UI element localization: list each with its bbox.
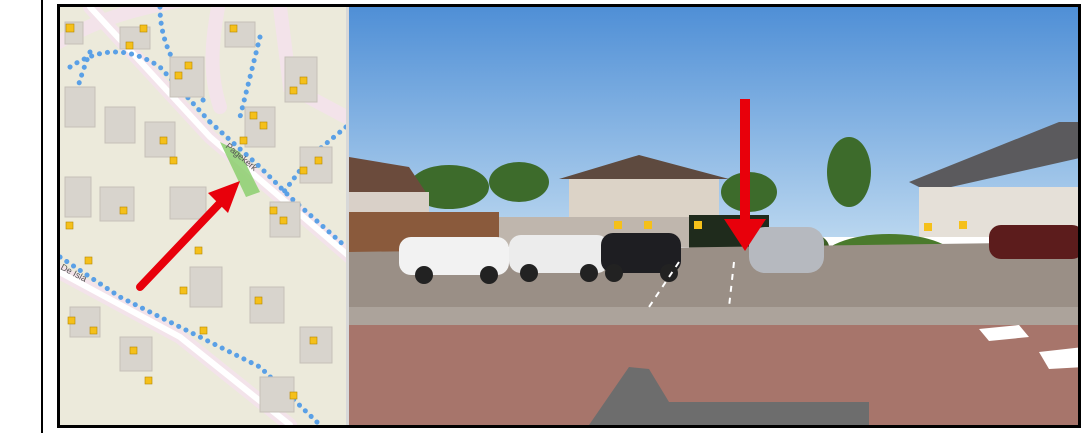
map-direction-arrow bbox=[136, 181, 240, 291]
camera-rig bbox=[589, 367, 869, 425]
parked-cars bbox=[399, 225, 1078, 284]
viewer-frame: Pagekerk De Isla bbox=[57, 4, 1081, 428]
street-direction-arrow bbox=[724, 99, 766, 251]
street-view-pane[interactable] bbox=[349, 7, 1081, 425]
selected-parcel bbox=[220, 142, 260, 197]
street-view-image[interactable] bbox=[349, 7, 1081, 425]
left-border-rule bbox=[41, 0, 43, 433]
map-canvas[interactable]: Pagekerk De Isla bbox=[60, 7, 346, 425]
pane-divider[interactable] bbox=[346, 7, 349, 425]
map-pane[interactable]: Pagekerk De Isla bbox=[60, 7, 346, 425]
